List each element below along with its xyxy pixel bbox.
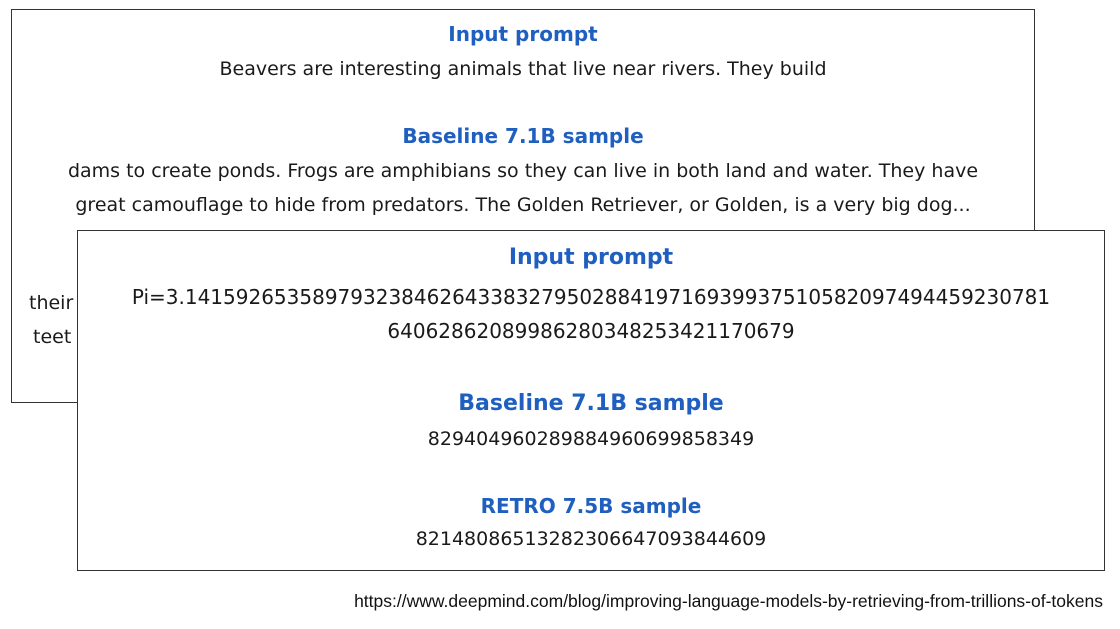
back-clipped-line-1: their	[29, 292, 74, 314]
front-input-line-2: 640628620899862803482534211706​79	[387, 319, 795, 343]
back-baseline-line-2: great camouflage to hide from predators.…	[75, 194, 971, 216]
front-input-heading: Input prompt	[508, 245, 674, 270]
front-input-line-1: Pi=3.14159265358979323846264338327950288…	[131, 285, 1051, 309]
back-input-text: Beavers are interesting animals that liv…	[219, 58, 827, 80]
source-url-link[interactable]: https://www.deepmind.com/blog/improving-…	[354, 591, 1103, 611]
front-baseline-text: 829404960289884960699858349	[427, 428, 755, 450]
front-sample-panel: Input prompt Pi=3.1415926535897932384626…	[77, 230, 1105, 571]
front-baseline-heading: Baseline 7.1B sample	[458, 391, 724, 416]
back-baseline-line-1: dams to create ponds. Frogs are amphibia…	[67, 160, 979, 182]
back-input-heading: Input prompt	[448, 22, 598, 46]
front-retro-text: 821480865132823066470938446​09	[415, 528, 767, 550]
front-retro-heading: RETRO 7.5B sample	[480, 494, 702, 518]
back-baseline-heading: Baseline 7.1B sample	[402, 124, 644, 148]
back-clipped-line-2: teet	[33, 326, 72, 348]
